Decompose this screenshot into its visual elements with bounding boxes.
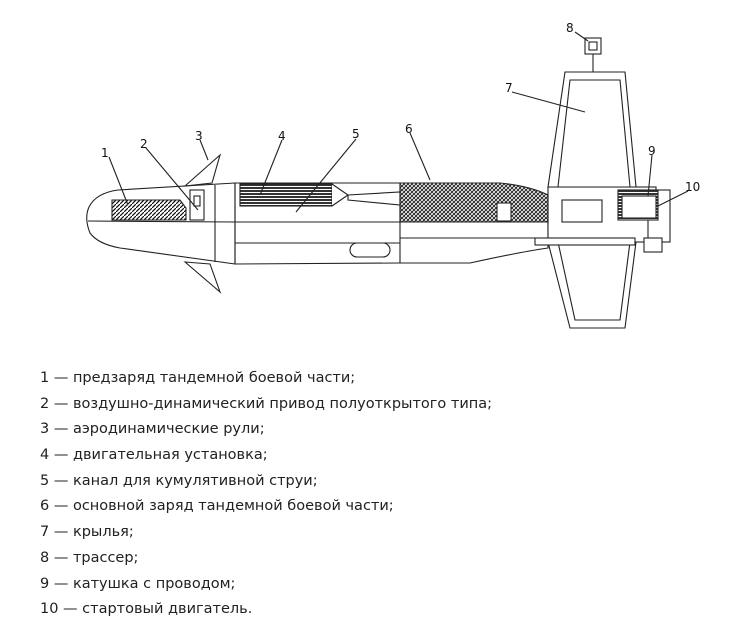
callout-6: 6 — [405, 122, 413, 136]
legend-item: 2 — воздушно-динамический привод полуотк… — [40, 395, 493, 412]
callout-5: 5 — [352, 127, 360, 141]
body-window — [349, 242, 391, 258]
missile-diagram: 1 2 3 4 5 6 7 8 9 10 — [86, 21, 700, 329]
callout-9: 9 — [648, 144, 656, 158]
legend-item: 9 — катушка с проводом; — [40, 575, 236, 592]
wing-top — [547, 71, 637, 188]
callout-7: 7 — [505, 81, 513, 95]
legend-item: 4 — двигательная установка; — [40, 447, 268, 464]
control-fin-bottom — [183, 261, 222, 294]
engine-block — [239, 183, 333, 207]
callout-1: 1 — [101, 146, 109, 160]
legend-item: 5 — канал для кумулятивной струи; — [40, 472, 318, 489]
callout-3: 3 — [195, 129, 203, 143]
boost-motor — [621, 195, 657, 219]
precharge-shape — [111, 199, 187, 221]
legend-item: 6 — основной заряд тандемной боевой част… — [40, 498, 394, 515]
callout-4: 4 — [278, 129, 286, 143]
legend-item: 8 — трассер; — [40, 549, 139, 566]
legend-item: 1 — предзаряд тандемной боевой части; — [40, 370, 356, 386]
callout-2: 2 — [140, 137, 148, 151]
legend-list: 1 — предзаряд тандемной боевой части; 2 … — [40, 366, 492, 623]
legend-item: 7 — крылья; — [40, 524, 134, 541]
callout-8: 8 — [566, 21, 574, 35]
callout-10: 10 — [685, 180, 700, 194]
legend-item: 3 — аэродинамические рули; — [40, 421, 265, 438]
legend-item: 10 — стартовый двигатель. — [40, 601, 253, 618]
control-fin-top — [183, 153, 222, 187]
main-charge — [399, 182, 549, 223]
nose-cone — [86, 182, 236, 265]
